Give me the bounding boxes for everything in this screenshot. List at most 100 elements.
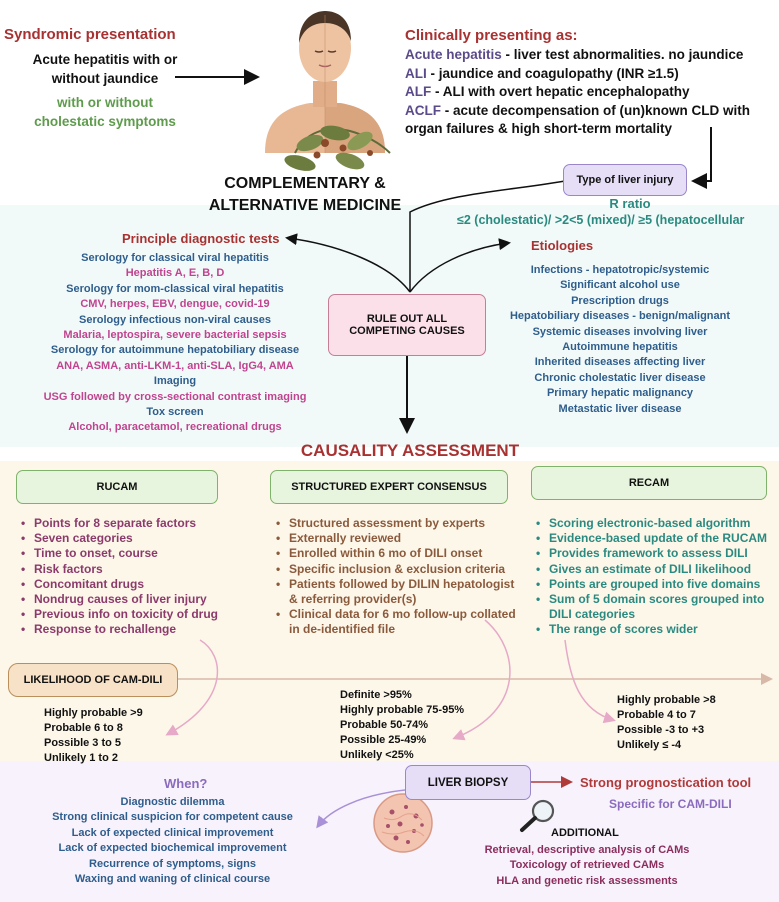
rucam-list: Points for 8 separate factors Seven cate… [21,516,266,638]
clinical-continuation: organ failures & high short-term mortali… [405,121,673,137]
likelihood-rucam-line: Possible 3 to 5 [44,737,122,749]
test-line: USG followed by cross-sectional contrast… [43,390,307,403]
likelihood-recam-line: Highly probable >8 [617,694,716,706]
recam-item: Evidence-based update of the RUCAM [536,531,776,546]
liver-injury-box: Type of liver injury [563,164,687,196]
clinical-term: ACLF [405,102,441,118]
when-line: Lack of expected biochemical improvement [58,842,287,855]
etiology-line: Significant alcohol use [560,279,680,292]
likelihood-sec-line: Possible 25-49% [340,734,427,746]
cam-title-line: ALTERNATIVE MEDICINE [208,197,402,214]
syndromic-desc: Acute hepatitis with or without jaundice [20,50,190,88]
etiology-line: Inherited diseases affecting liver [534,356,706,369]
sec-item: Structured assessment by experts [276,516,526,531]
when-line: Strong clinical suspicion for competent … [52,811,293,824]
when-line: Lack of expected clinical improvement [71,826,274,839]
etiology-line: Infections - hepatotropic/systemic [530,264,710,276]
likelihood-recam-line: Unlikely ≤ -4 [617,739,682,751]
likelihood-sec-line: Definite >95% [340,689,412,701]
rucam-item: Risk factors [21,562,266,577]
likelihood-sec-line: Unlikely <25% [340,749,414,761]
rucam-item: Time to onset, course [21,546,266,561]
syndromic-sub-line: with or without [57,95,153,110]
clinical-desc: - ALI with overt hepatic encephalopathy [431,84,690,100]
etiologies-title: Etiologies [531,238,594,253]
test-line: Serology infectious non-viral causes [79,313,271,326]
additional-line: HLA and genetic risk assessments [496,874,678,887]
magnifier-icon [520,799,555,832]
when-title: When? [164,776,208,791]
clinical-desc: - acute decompensation of (un)known CLD … [441,102,750,118]
when-line: Waxing and waning of clinical course [74,873,271,886]
additional-title: ADDITIONAL [551,827,619,839]
specific-label: Specific for CAM-DILI [609,797,732,811]
clinical-block: Clinically presenting as: Acute hepatiti… [405,26,775,139]
likelihood-recam-line: Probable 4 to 7 [617,709,696,721]
rucam-item: Concomitant drugs [21,577,266,592]
additional-list: Retrieval, descriptive analysis of CAMs … [462,843,712,889]
likelihood-rucam: Highly probable >9 Probable 6 to 8 Possi… [44,706,143,766]
principle-tests-title: Principle diagnostic tests [122,231,280,246]
sec-item: Specific inclusion & exclusion criteria [276,562,526,577]
etiology-line: Metastatic liver disease [558,402,682,415]
test-line: ANA, ASMA, anti-LKM-1, anti-SLA, IgG4, A… [56,359,294,372]
sec-list: Structured assessment by experts Externa… [276,516,526,638]
likelihood-sec: Definite >95% Highly probable 75-95% Pro… [340,688,464,763]
sec-item: Patients followed by DILIN hepatologist … [276,577,526,607]
rucam-item: Seven categories [21,531,266,546]
syndromic-desc-line: without jaundice [51,71,159,86]
person-with-herbs-illustration [265,11,391,171]
recam-item: The range of scores wider [536,622,776,637]
test-line: Hepatitis A, E, B, D [125,267,225,280]
syndromic-title: Syndromic presentation [4,26,176,43]
test-line: Serology for mom-classical viral hepatit… [66,282,284,295]
test-line: Serology for classical viral hepatitis [81,252,269,264]
test-line: Serology for autoimmune hepatobiliary di… [50,344,300,357]
likelihood-rucam-line: Highly probable >9 [44,707,143,719]
rule-out-line: RULE OUT ALL [366,313,448,325]
cam-title: COMPLEMENTARY & ALTERNATIVE MEDICINE [195,173,415,217]
etiologies-list: Infections - hepatotropic/systemic Signi… [495,263,745,417]
clinical-term: Acute hepatitis [405,47,502,62]
additional-line: Toxicology of retrieved CAMs [509,859,665,872]
syndromic-sub: with or without cholestatic symptoms [20,93,190,131]
likelihood-rucam-line: Unlikely 1 to 2 [44,752,118,764]
rucam-item: Points for 8 separate factors [21,516,266,531]
recam-item: Points are grouped into five domains [536,577,776,592]
likelihood-recam-line: Possible -3 to +3 [617,724,705,736]
clinical-item: Acute hepatitis - liver test abnormaliti… [405,46,775,65]
rucam-item: Previous info on toxicity of drug [21,607,266,622]
liver-tissue-icon [373,793,433,853]
syndromic-desc-line: Acute hepatitis with or [32,52,178,67]
when-line: Recurrence of symptoms, signs [89,857,256,870]
likelihood-sec-line: Highly probable 75-95% [340,704,465,716]
recam-box: RECAM [531,466,767,500]
rucam-item: Response to rechallenge [21,622,266,637]
recam-item: Gives an estimate of DILI likelihood [536,562,776,577]
etiology-line: Prescription drugs [571,294,669,307]
clinical-item: ALI - jaundice and coagulopathy (INR ≥1.… [405,65,775,84]
etiology-line: Autoimmune hepatitis [562,341,678,354]
rucam-box: RUCAM [16,470,218,504]
when-list: Diagnostic dilemma Strong clinical suspi… [0,795,345,887]
rucam-item: Nondrug causes of liver injury [21,592,266,607]
clinical-item: ACLF - acute decompensation of (un)known… [405,102,775,121]
clinical-desc: - liver test abnormalities. no jaundice [501,47,744,62]
likelihood-box: LIKELIHOOD OF CAM-DILI [8,663,178,697]
etiology-line: Chronic cholestatic liver disease [534,371,706,384]
r-ratio-label: R ratio [609,196,651,211]
test-line: Tox screen [146,406,204,419]
sec-item: Enrolled within 6 mo of DILI onset [276,546,526,561]
etiology-line: Primary hepatic malignancy [546,387,694,400]
likelihood-recam: Highly probable >8 Probable 4 to 7 Possi… [617,693,716,753]
rule-out-line: COMPETING CAUSES [349,325,465,337]
sec-box: STRUCTURED EXPERT CONSENSUS [270,470,508,504]
prognostic-label: Strong prognostication tool [580,775,752,790]
principle-tests-list: Serology for classical viral hepatitis H… [10,251,340,436]
r-ratio-values: ≤2 (cholestatic)/ >2<5 (mixed)/ ≥5 (hepa… [457,213,745,227]
etiology-line: Systemic diseases involving liver [532,325,708,338]
recam-item: Provides framework to assess DILI [536,546,776,561]
sec-item: Clinical data for 6 mo follow-up collate… [276,607,526,637]
recam-item: Sum of 5 domain scores grouped into DILI… [536,592,776,622]
sec-item: Externally reviewed [276,531,526,546]
